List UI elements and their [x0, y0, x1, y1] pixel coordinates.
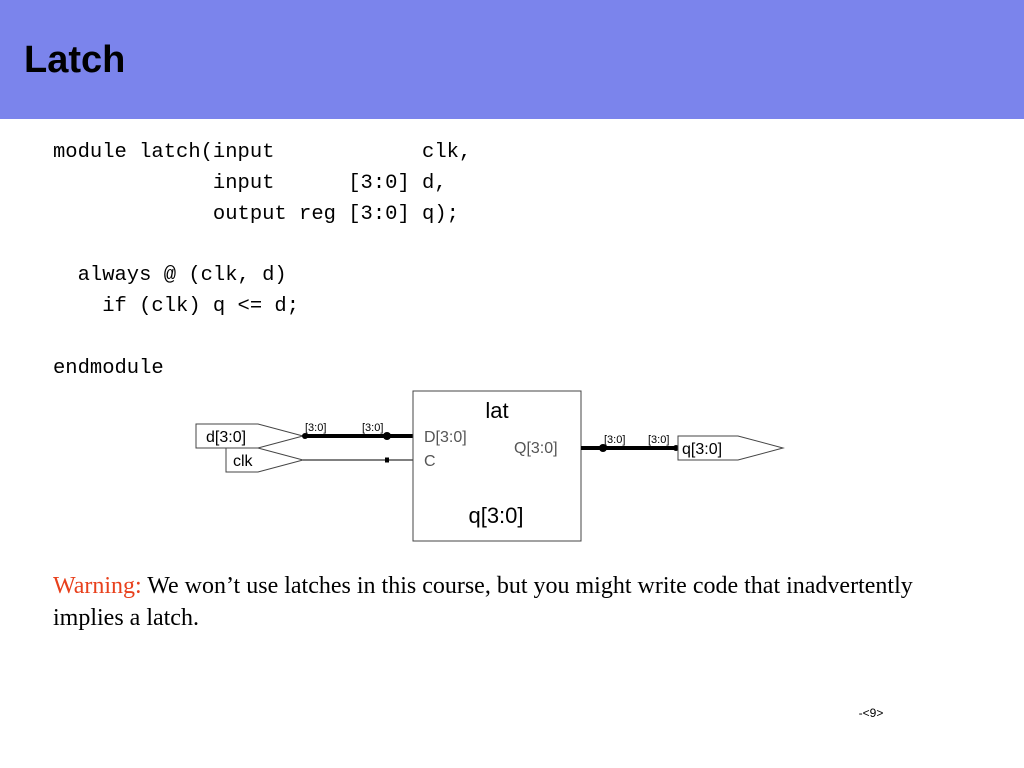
warning-label: Warning:	[53, 573, 142, 599]
latch-block	[412, 390, 582, 542]
code-line: if (clk) q <= d;	[53, 294, 300, 318]
d-bus-left-dot	[302, 433, 308, 439]
input-port-d	[195, 423, 305, 449]
warning-text: We won’t use latches in this course, but…	[53, 573, 913, 631]
latch-instance-name: q[3:0]	[468, 503, 523, 528]
d-bus-label-right: [3:0]	[362, 422, 383, 434]
clk-wire-dot	[385, 457, 389, 463]
input-port-d-label: d[3:0]	[206, 429, 246, 446]
code-line: output reg [3:0] q);	[53, 202, 459, 226]
output-port-q-label: q[3:0]	[682, 441, 722, 458]
code-line: input [3:0] d,	[53, 171, 447, 195]
d-bus-label-left: [3:0]	[305, 422, 326, 434]
code-line: module latch(input clk,	[53, 141, 472, 164]
q-bus-label-right: [3:0]	[648, 434, 669, 446]
d-bus-right-dot	[383, 432, 391, 440]
page-number: -<9>	[858, 706, 884, 720]
output-port-q	[677, 435, 785, 461]
code-line: endmodule	[53, 356, 164, 380]
warning-paragraph: Warning: We won’t use latches in this co…	[53, 570, 953, 634]
title-bar: Latch	[0, 0, 1024, 119]
code-block: module latch(input clk, input [3:0] d, o…	[53, 138, 471, 384]
input-port-clk-label: clk	[233, 453, 254, 470]
q-bus-label-left: [3:0]	[604, 434, 625, 446]
input-port-clk	[225, 447, 305, 473]
q-bus-left-dot	[599, 444, 607, 452]
pin-d-label: D[3:0]	[424, 429, 467, 446]
latch-block-name: lat	[485, 398, 508, 423]
pin-c-label: C	[424, 453, 436, 470]
code-line: always @ (clk, d)	[53, 264, 287, 288]
pin-q-label: Q[3:0]	[514, 440, 558, 457]
slide-title: Latch	[24, 39, 126, 81]
